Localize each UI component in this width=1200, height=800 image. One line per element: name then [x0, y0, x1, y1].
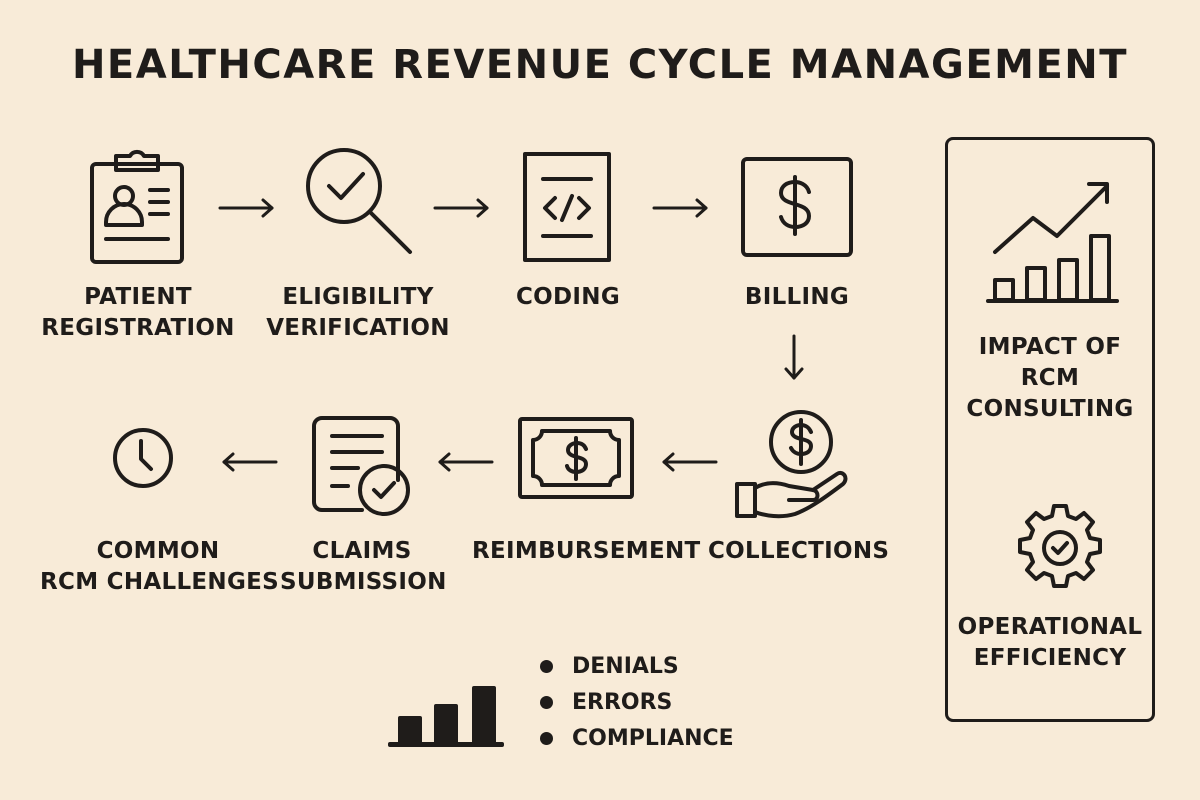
arrow-right-icon: [218, 198, 274, 218]
gear-check-icon: [1018, 504, 1102, 588]
bar-chart-icon: [388, 686, 504, 747]
bullet-icon: [540, 695, 553, 709]
list-item: COMPLIANCE: [540, 720, 734, 756]
document-check-icon: [312, 416, 410, 516]
rcm-consulting-panel: [945, 137, 1155, 722]
page-title: HEALTHCARE REVENUE CYCLE MANAGEMENT: [71, 42, 1129, 88]
bullet-icon: [540, 731, 553, 745]
challenges-list: DENIALS ERRORS COMPLIANCE: [540, 648, 734, 756]
banknote-icon: [518, 417, 634, 499]
step-label-collections: COLLECTIONS: [708, 538, 890, 564]
code-document-icon: [523, 152, 611, 262]
clock-icon: [113, 428, 173, 488]
bullet-icon: [540, 659, 553, 673]
step-label-reimbursement: REIMBURSEMENT: [472, 538, 701, 564]
arrow-left-icon: [222, 452, 278, 472]
clipboard-user-icon: [90, 149, 184, 264]
efficiency-label: OPERATIONAL EFFICIENCY: [957, 614, 1143, 671]
arrow-right-icon: [433, 198, 489, 218]
step-label-billing: BILLING: [744, 284, 850, 310]
dollar-box-icon: [741, 157, 853, 257]
list-item: ERRORS: [540, 684, 734, 720]
growth-chart-icon: [986, 182, 1119, 303]
arrow-left-icon: [438, 452, 494, 472]
arrow-right-icon: [652, 198, 708, 218]
arrow-down-icon: [784, 334, 804, 380]
magnifier-check-icon: [306, 148, 412, 254]
impact-label: IMPACT OF RCM CONSULTING: [966, 334, 1134, 422]
step-label-coding: CODING: [515, 284, 620, 310]
arrow-left-icon: [662, 452, 718, 472]
list-item: DENIALS: [540, 648, 734, 684]
hand-coin-icon: [735, 410, 848, 519]
